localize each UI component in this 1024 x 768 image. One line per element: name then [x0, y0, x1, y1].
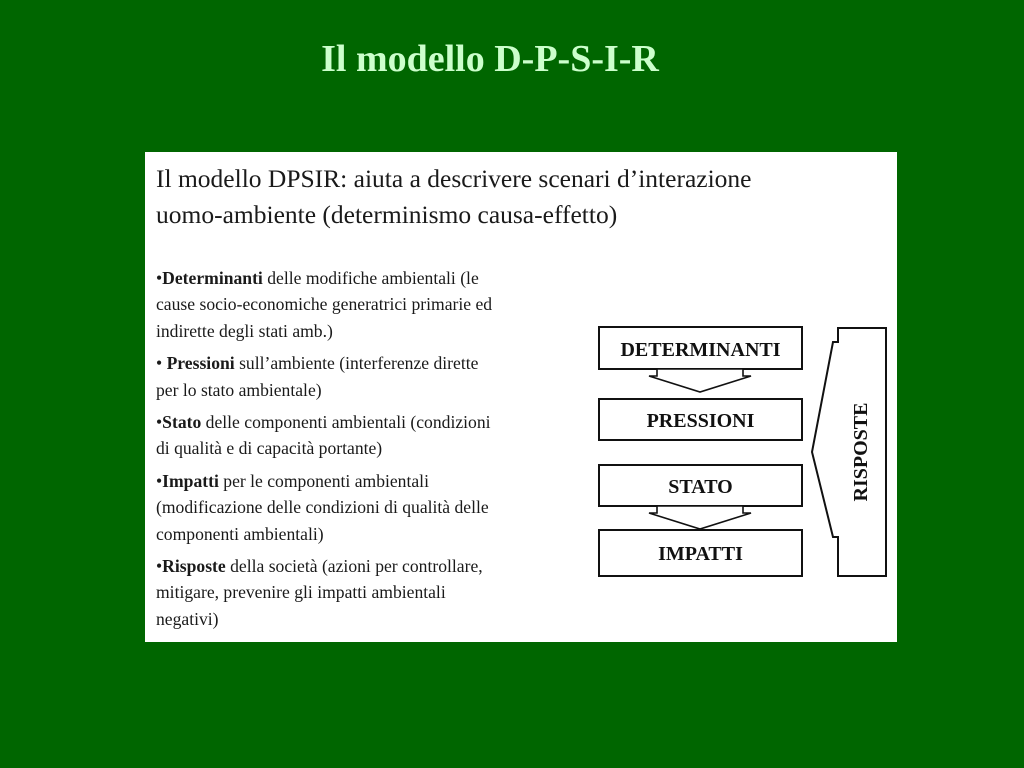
definition-line: di qualità e di capacità portante) [156, 438, 383, 459]
definition-line: •Stato delle componenti ambientali (cond… [156, 409, 586, 435]
definition-term: Determinanti [162, 268, 263, 288]
bullet: • [156, 268, 163, 288]
dpsir-figure: Il modello DPSIR: aiuta a descrivere sce… [145, 152, 897, 642]
down-arrow [648, 368, 752, 393]
definition-term: Risposte [162, 556, 226, 577]
definition-risposte: •Risposte della società (azioni per cont… [156, 553, 586, 632]
definition-line: negativi) [156, 608, 219, 629]
pressioni-box [598, 398, 803, 441]
definition-list: •Determinanti delle modifiche ambientali… [156, 265, 586, 638]
intro-line: uomo-ambiente (determinismo causa-effett… [156, 200, 618, 229]
intro-line: Il modello DPSIR: aiuta a descrivere sce… [156, 164, 752, 193]
definition-impatti: •Impatti per le componenti ambientali (m… [156, 468, 586, 547]
feedback-arrow [810, 327, 887, 577]
pressioni-label: PRESSIONI [647, 410, 755, 432]
definition-text: della società (azioni per controllare, [225, 556, 483, 577]
impatti-box [598, 529, 803, 577]
definition-line: •Determinanti delle modifiche ambientali… [156, 265, 586, 291]
definition-line: cause socio-economiche generatrici prima… [156, 294, 493, 315]
bullet: • [156, 470, 163, 491]
definition-line: componenti ambientali) [156, 523, 324, 544]
definition-line: •Risposte della società (azioni per cont… [156, 553, 586, 579]
slide-title: Il modello D-P-S-I-R [321, 38, 659, 80]
definition-line: •Impatti per le componenti ambientali [156, 468, 586, 494]
definition-term: Pressioni [166, 353, 235, 374]
definition-term: Stato [162, 412, 202, 433]
definition-line: per lo stato ambientale) [156, 379, 322, 400]
dpsir-diagram: DETERMINANTI PRESSIONI STATO IMPATTI RIS… [598, 326, 887, 577]
figure-intro: Il modello DPSIR: aiuta a descrivere sce… [156, 161, 886, 233]
definition-text: delle componenti ambientali (condizioni [201, 412, 491, 433]
impatti-label: IMPATTI [658, 543, 743, 565]
definition-line: indirette degli stati amb.) [156, 320, 333, 341]
definition-determinanti: •Determinanti delle modifiche ambientali… [156, 265, 586, 344]
bullet: • [156, 412, 163, 433]
definition-term: Impatti [162, 470, 219, 491]
definition-text: delle modifiche ambientali (le [262, 268, 479, 288]
stato-label: STATO [668, 476, 732, 498]
definition-line: • Pressioni sull’ambiente (interferenze … [156, 350, 586, 376]
definition-stato: •Stato delle componenti ambientali (cond… [156, 409, 586, 462]
down-arrow [648, 505, 752, 530]
definition-line: mitigare, prevenire gli impatti ambienta… [156, 582, 446, 603]
risposte-label: RISPOSTE [850, 403, 872, 502]
bullet: • [156, 556, 163, 577]
definition-text: per le componenti ambientali [218, 470, 429, 491]
definition-text: sull’ambiente (interferenze dirette [234, 353, 479, 374]
determinanti-label: DETERMINANTI [620, 339, 780, 361]
bullet: • [156, 353, 167, 374]
definition-line: (modificazione delle condizioni di quali… [156, 497, 489, 518]
stato-box [598, 464, 803, 507]
definition-pressioni: • Pressioni sull’ambiente (interferenze … [156, 350, 586, 403]
